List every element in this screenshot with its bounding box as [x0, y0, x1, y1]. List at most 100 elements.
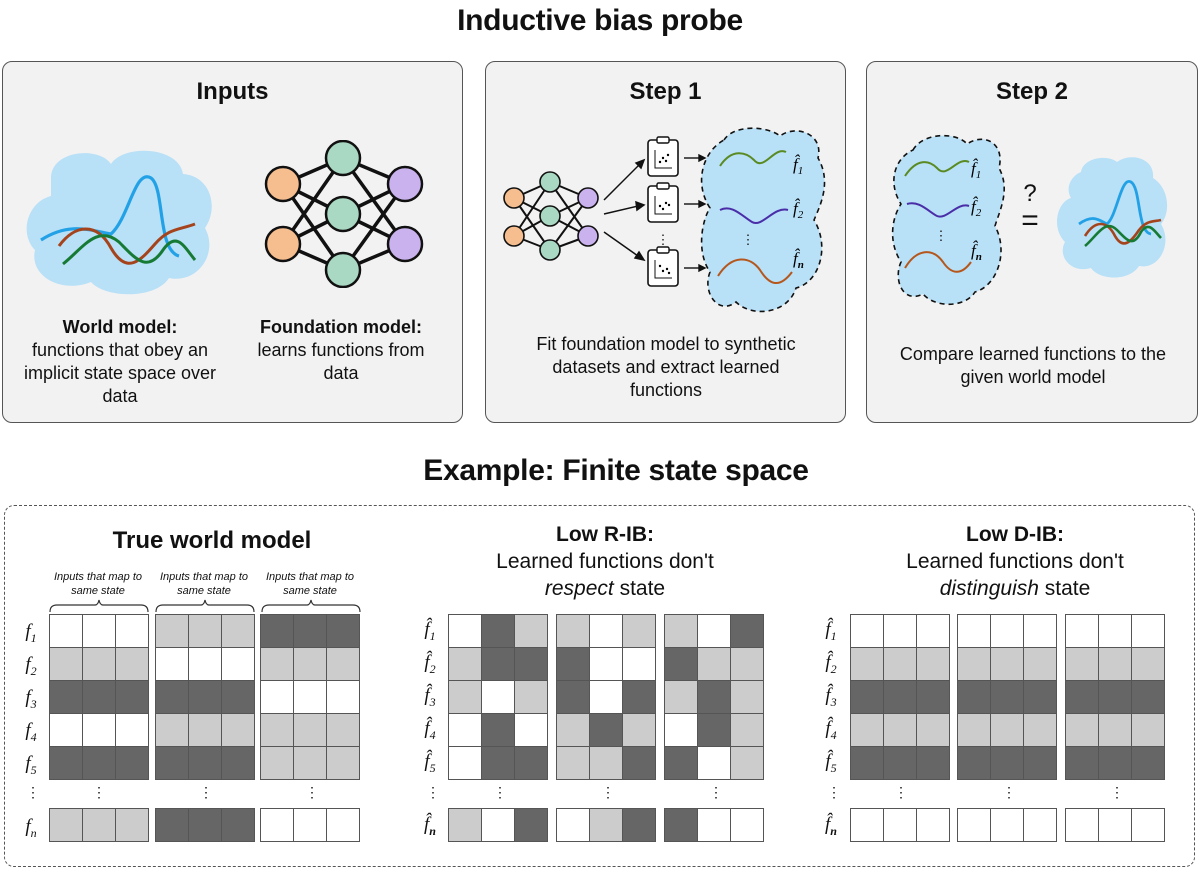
grid-cell	[82, 614, 116, 648]
grid-cell	[1023, 614, 1057, 648]
step2-illustration: ⋮ f̂1 f̂2 f̂n	[891, 134, 1168, 305]
output-node	[577, 225, 599, 247]
grid-cell	[155, 647, 189, 681]
group-braces	[49, 599, 361, 613]
ellipsis: ⋮	[426, 784, 440, 800]
clipboard-icon	[647, 185, 679, 223]
grid-cell	[221, 808, 255, 842]
grid-cell	[589, 713, 623, 747]
row-label-fn-hat: f̂n	[825, 814, 837, 838]
fn-hat-label: f̂n	[793, 248, 804, 271]
grid-cell	[1131, 614, 1165, 648]
grid-cell	[188, 614, 222, 648]
grid-cell	[221, 647, 255, 681]
f1-hat-label: f̂1	[793, 154, 803, 177]
grid-cell	[850, 746, 884, 780]
grid-cell	[188, 680, 222, 714]
grid-cell	[589, 746, 623, 780]
grid-cell	[1131, 680, 1165, 714]
grid-cell	[664, 614, 698, 648]
grid-cell	[697, 680, 731, 714]
curve-blue	[1078, 180, 1152, 236]
grid-cell	[990, 808, 1024, 842]
learned-curve-2	[906, 202, 970, 218]
ellipsis: ⋮	[894, 784, 908, 800]
world-model-caption: World model: functions that obey an impl…	[9, 316, 231, 408]
grid-cell	[49, 647, 83, 681]
grid-cell	[697, 746, 731, 780]
grid-cell	[664, 808, 698, 842]
grid-cell	[1098, 614, 1132, 648]
fn-hat-label: f̂n	[971, 240, 982, 263]
main-title: Inductive bias probe	[457, 4, 743, 37]
grid-cell	[481, 713, 515, 747]
grid-cell	[1131, 746, 1165, 780]
input-node	[264, 225, 302, 263]
grid-cell	[1098, 680, 1132, 714]
grid-cell	[221, 680, 255, 714]
true-model-title: True world model	[112, 527, 312, 554]
grid-cell	[916, 746, 950, 780]
dataset-clipboards: ⋮	[647, 136, 679, 287]
row-label-f2: f2	[25, 654, 37, 678]
learned-curve-n	[717, 258, 793, 284]
row-label-f1-hat: f̂1	[825, 619, 837, 643]
ellipsis: ⋮	[1002, 784, 1016, 800]
grid-cell	[82, 680, 116, 714]
grid-cell	[556, 746, 590, 780]
low-dib-title: Low D-IB:	[966, 523, 1064, 546]
step2-title: Step 2	[995, 78, 1069, 105]
input-node	[503, 187, 525, 209]
ellipsis: ⋮	[1110, 784, 1124, 800]
row-label-f2-hat: f̂2	[825, 652, 837, 676]
grid-cell	[448, 746, 482, 780]
grid-cell	[293, 614, 327, 648]
grid-cell	[556, 680, 590, 714]
brace-1	[49, 599, 149, 613]
grid-cell	[850, 647, 884, 681]
grid-cell	[664, 647, 698, 681]
grid-cell	[990, 614, 1024, 648]
ellipsis: ⋮	[493, 784, 507, 800]
grid-cell	[1023, 680, 1057, 714]
f1-hat-label: f̂1	[971, 158, 981, 181]
foundation-model-caption: Foundation model: learns functions from …	[241, 316, 441, 385]
grid-cell	[883, 746, 917, 780]
grid-cell	[697, 614, 731, 648]
row-label-f5-hat: f̂5	[825, 751, 837, 775]
grid-cell	[850, 713, 884, 747]
grid-cell	[448, 680, 482, 714]
f2-hat-label: f̂2	[971, 196, 982, 219]
grid-cell	[916, 713, 950, 747]
grid-cell	[481, 746, 515, 780]
low-rib-header: Low R-IB: Learned functions don't respec…	[440, 521, 770, 602]
grid-cell	[730, 713, 764, 747]
grid-cell	[957, 680, 991, 714]
grid-cell	[883, 808, 917, 842]
grid-cell	[82, 713, 116, 747]
grid-cell	[957, 647, 991, 681]
grid-cell	[115, 746, 149, 780]
grid-cell	[622, 746, 656, 780]
inputs-panel: Inputs World model: functions that obey …	[2, 61, 463, 423]
grid-cell	[1065, 713, 1099, 747]
group-label-2: Inputs that map to same state	[159, 571, 249, 597]
grid-cell	[1065, 746, 1099, 780]
step2-panel: Step 2 ⋮ f̂1 f̂2 f̂n ? = Compare learned…	[866, 61, 1198, 423]
ellipsis: ⋮	[92, 784, 106, 800]
grid-cell	[664, 680, 698, 714]
grid-cell	[1098, 647, 1132, 681]
ellipsis: ⋮	[709, 784, 723, 800]
grid-cell	[850, 614, 884, 648]
grid-cell	[481, 808, 515, 842]
low-dib-line1: Learned functions don't	[906, 550, 1124, 573]
grid-cell	[188, 647, 222, 681]
grid-cell	[115, 647, 149, 681]
output-node	[386, 165, 424, 203]
grid-cell	[730, 614, 764, 648]
ellipsis: ⋮	[26, 784, 40, 800]
world-model-label: World model:	[62, 317, 178, 337]
curve-brown	[1083, 218, 1162, 245]
equals-sign: =	[1021, 204, 1039, 237]
grid-cell	[556, 713, 590, 747]
